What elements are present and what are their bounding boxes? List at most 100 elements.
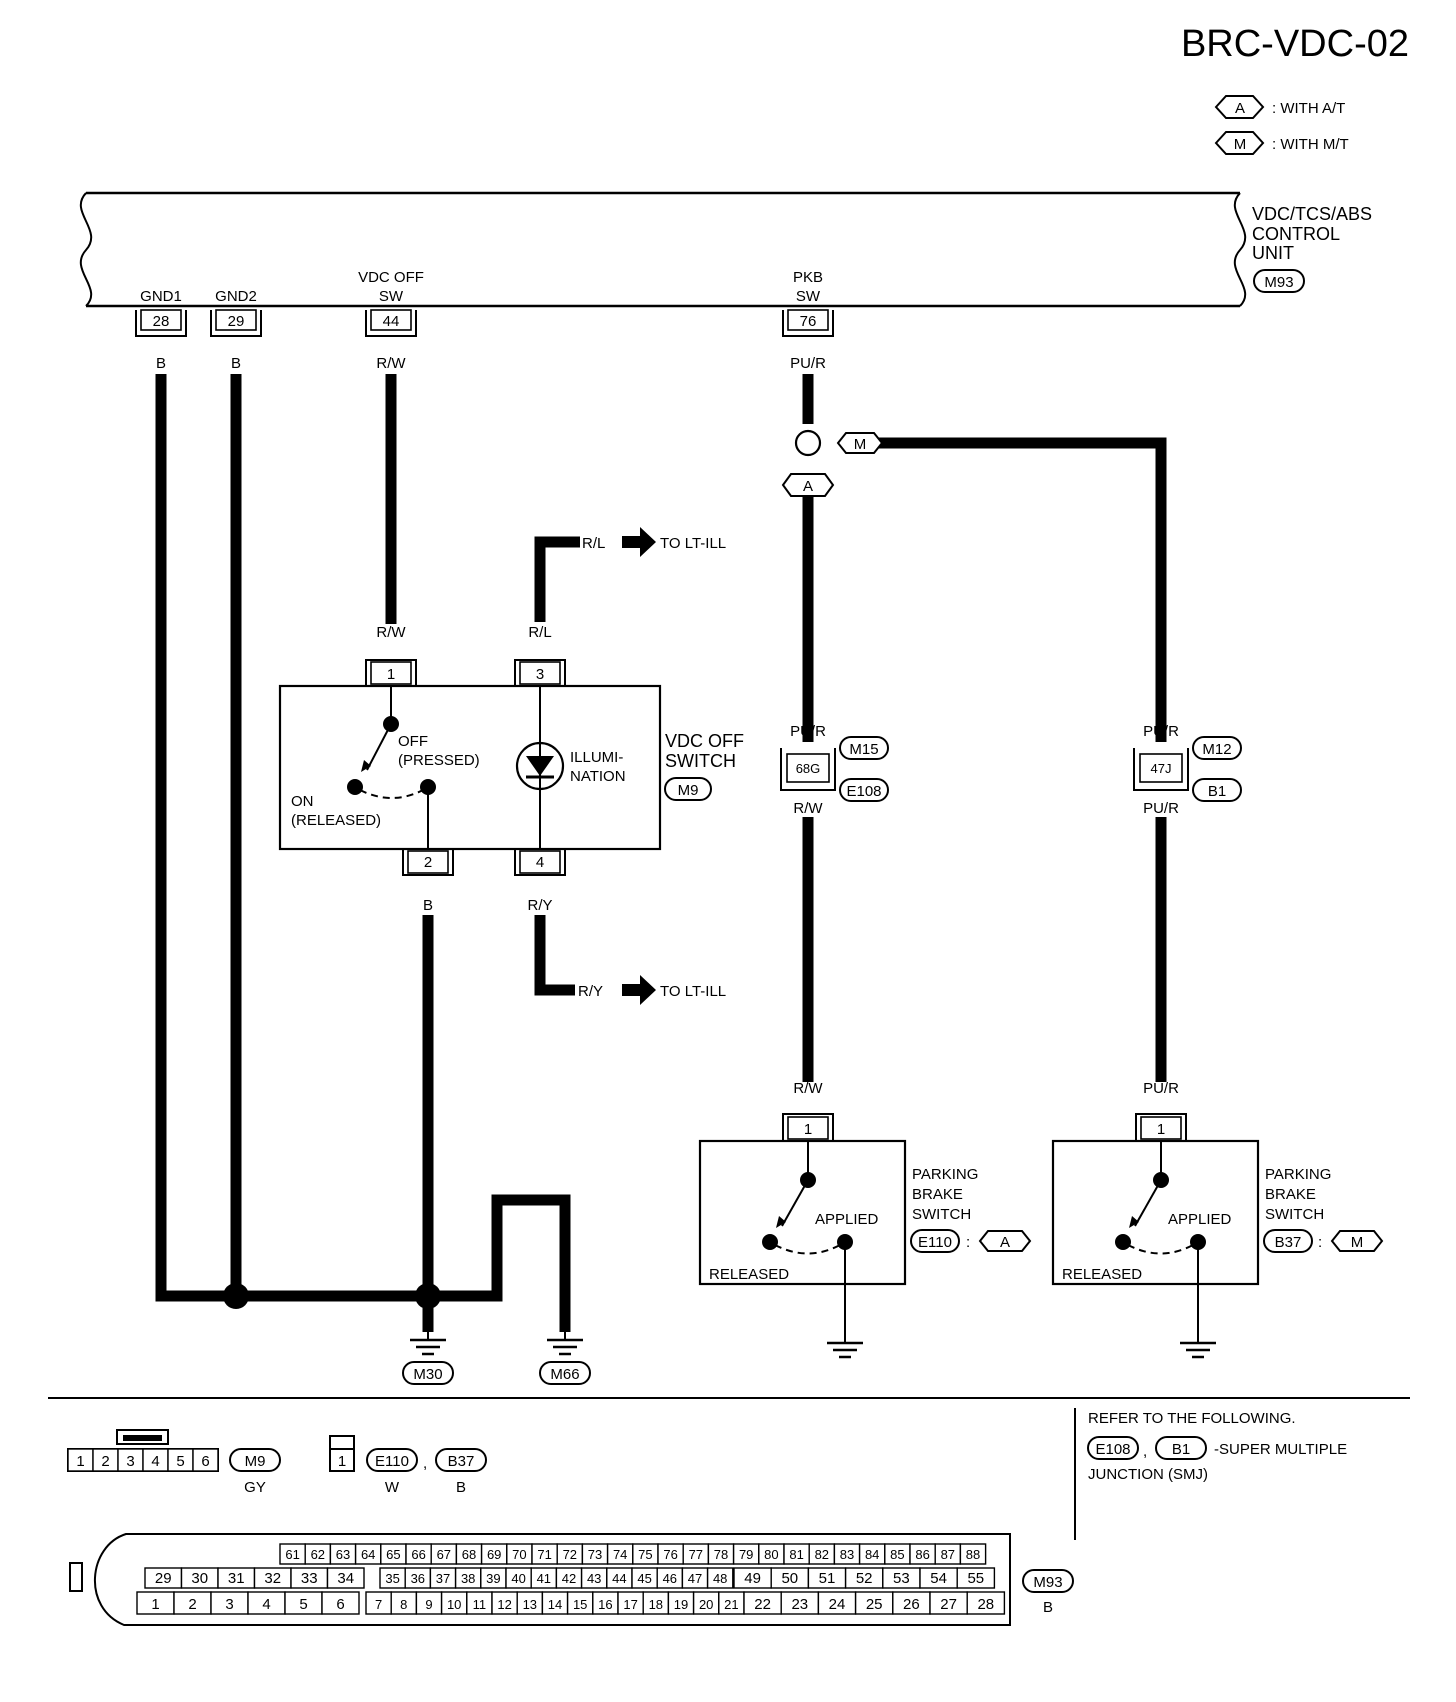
parking-at-name-line3: SWITCH [912, 1206, 971, 1223]
ground-icon [1178, 1333, 1218, 1359]
joint-at-wire-top: PU/R [790, 723, 826, 740]
control-unit-name-line2: CONTROL [1252, 224, 1340, 244]
refer-conn2: B1 [1172, 1441, 1190, 1458]
terminal-gnd2-label: GND2 [215, 288, 257, 305]
wire-color-pkb: PU/R [790, 355, 826, 372]
e110-connector-face: 1 [329, 1435, 355, 1472]
splice-dot [223, 1283, 249, 1309]
control-unit-outline [79, 191, 1247, 308]
parking-at-pin-connector: 1 [782, 1113, 834, 1141]
pin-cell-label: 3 [126, 1453, 134, 1470]
pin-cell-label: 44 [612, 1571, 626, 1586]
pin-cell-label: 1 [151, 1596, 159, 1613]
refer-conn1-tag: E108 [1087, 1436, 1139, 1460]
ground-wire-label-5: B [560, 1237, 570, 1254]
vdc-switch-wire-pin4: R/Y [527, 897, 552, 914]
parking-mt-name-line2: BRAKE [1265, 1186, 1316, 1203]
pin-cell-label: 12 [497, 1597, 511, 1612]
vdc-switch-pin1: 1 [387, 666, 395, 683]
pin-29: 29 [228, 313, 245, 330]
pin-cell-label: 52 [856, 1570, 873, 1587]
pin-cell-label: 63 [336, 1547, 350, 1562]
vdc-switch-connector: M9 [678, 782, 699, 799]
pin-76: 76 [800, 313, 817, 330]
pin-cell [966, 1591, 1006, 1615]
refer-line3: JUNCTION (SMJ) [1088, 1466, 1208, 1483]
vdc-switch-off-label2: (PRESSED) [398, 752, 480, 769]
parking-mt-switch-box [1051, 1139, 1260, 1286]
pin-cell-label: 36 [411, 1571, 425, 1586]
option-tag-at: A [781, 473, 835, 497]
pin-cell-label: 64 [361, 1547, 375, 1562]
refer-line1: REFER TO THE FOLLOWING. [1088, 1410, 1296, 1427]
pin-cell-label: 1 [76, 1453, 84, 1470]
lt-ill-top-text: TO LT-ILL [660, 535, 726, 552]
ground-wire-label-2: B [231, 1237, 241, 1254]
pin-cell-label: 74 [613, 1547, 627, 1562]
pin-cell-label: 16 [598, 1597, 612, 1612]
pin-cell-label: 13 [523, 1597, 537, 1612]
option-tag-mt: M [836, 432, 884, 454]
pin-cell-label: 23 [791, 1596, 808, 1613]
legend-at-text: : WITH A/T [1272, 100, 1345, 117]
pin-cell-label: 73 [588, 1547, 602, 1562]
vdc-switch-wire-pin2: B [423, 897, 433, 914]
pin-cell-label: 69 [487, 1547, 501, 1562]
joint-mt-conn2-tag: B1 [1192, 778, 1242, 802]
option-tag-at-text: A [803, 478, 813, 495]
e110-pin: 1 [338, 1453, 346, 1470]
control-unit-name-line1: VDC/TCS/ABS [1252, 204, 1372, 224]
parking-mt-contacts [1115, 1141, 1206, 1333]
joint-mt-wire-top: PU/R [1143, 723, 1179, 740]
ground-wire-label-3: B [423, 1237, 433, 1254]
b37-color: B [456, 1479, 466, 1496]
pin-cell-label: 34 [337, 1570, 354, 1587]
parking-mt-tag-text: M [1351, 1234, 1364, 1251]
terminal-vdc-off-label2: SW [379, 288, 404, 305]
parking-at-sep: : [966, 1234, 970, 1251]
parking-mt-tag: M [1330, 1230, 1384, 1252]
joint-at-conn2-tag: E108 [839, 778, 889, 802]
parking-at-connector-tag: E110 [910, 1229, 960, 1253]
ground-m66-tag: M66 [539, 1361, 591, 1385]
control-unit-connector: M93 [1264, 274, 1293, 291]
pin-cell-label: 78 [714, 1547, 728, 1562]
pin-cell-label: 39 [486, 1571, 500, 1586]
m93-connector-tag: M93 [1022, 1569, 1074, 1593]
vdc-off-switch-box [278, 684, 662, 851]
legend-mt-symbol: M [1234, 136, 1247, 153]
pin-28-connector: 28 [135, 309, 187, 337]
legend-mt: M : WITH M/T [1214, 131, 1349, 155]
m9-connector-tag: M9 [229, 1448, 281, 1472]
joint-at-pin: 68G [796, 761, 821, 776]
vdc-switch-pin3: 3 [536, 666, 544, 683]
parking-mt-released: RELEASED [1062, 1266, 1142, 1283]
pin-cell-label: 88 [966, 1547, 980, 1562]
joint-mt-wire-bottom: PU/R [1143, 800, 1179, 817]
pin-cell-label: 28 [977, 1596, 994, 1613]
pin-cell-label: 49 [744, 1570, 761, 1587]
pin-cell [959, 1543, 987, 1565]
pin-cell-label: 67 [437, 1547, 451, 1562]
pin-cell-label: 29 [155, 1570, 172, 1587]
vdc-switch-name2: SWITCH [665, 751, 736, 771]
refer-text: -SUPER MULTIPLE [1214, 1441, 1347, 1458]
terminal-pkb-label1: PKB [793, 269, 823, 286]
m9-color: GY [244, 1479, 266, 1496]
pin-cell-label: 68 [462, 1547, 476, 1562]
parking-at-contacts [762, 1141, 853, 1333]
page-title: BRC-VDC-02 [1181, 23, 1409, 65]
parking-at-released: RELEASED [709, 1266, 789, 1283]
pin-cell-label: 31 [228, 1570, 245, 1587]
pin-cell-label: 66 [411, 1547, 425, 1562]
pin-cell-label: 11 [473, 1597, 487, 1612]
parking-mt-name-line1: PARKING [1265, 1166, 1331, 1183]
pin-cell-label: 54 [930, 1570, 947, 1587]
pin-cell-label: 5 [176, 1453, 184, 1470]
pin-cell-label: 43 [587, 1571, 601, 1586]
b37-connector: B37 [448, 1453, 475, 1470]
pin-cell-label: 18 [649, 1597, 663, 1612]
